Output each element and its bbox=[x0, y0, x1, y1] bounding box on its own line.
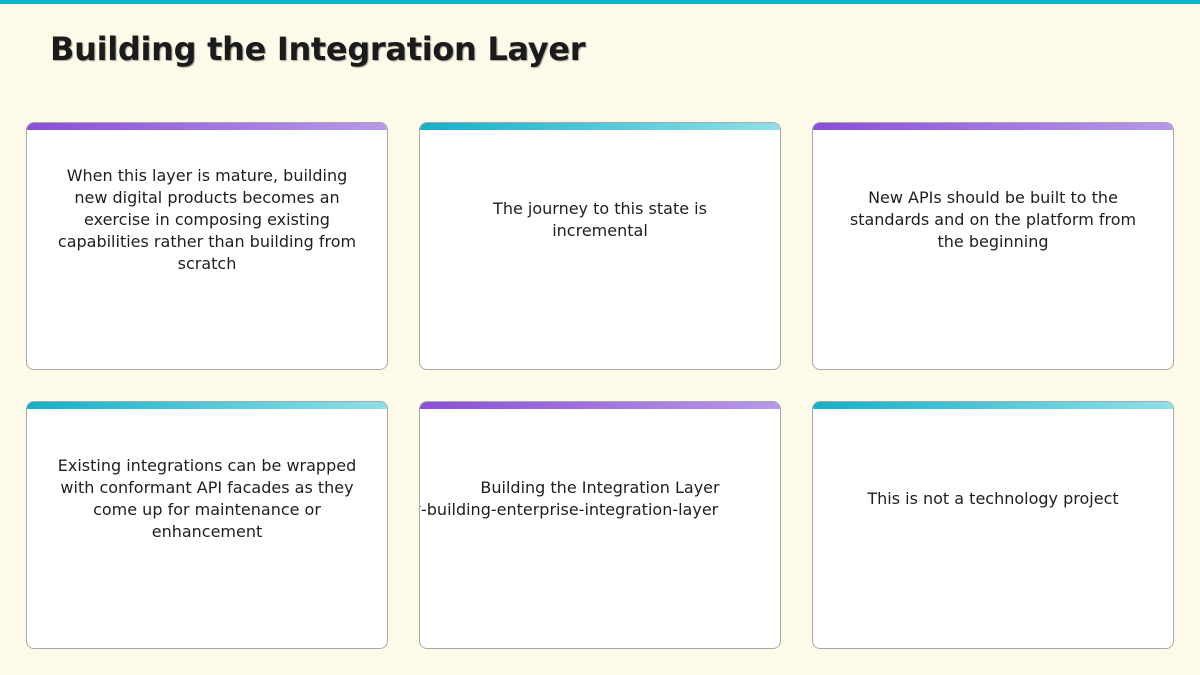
card-2-text: The journey to this state is incremental bbox=[493, 198, 707, 240]
card-4-text: Existing integrations can be wrapped wit… bbox=[57, 455, 357, 541]
card-2: The journey to this state is incremental bbox=[419, 122, 781, 370]
card-5-text: Building the Integration Layer bbox=[480, 477, 720, 497]
card-2-accent-bar bbox=[420, 123, 780, 130]
card-3: New APIs should be built to the standard… bbox=[812, 122, 1174, 370]
card-3-accent-bar bbox=[813, 123, 1173, 130]
card-6-accent-bar bbox=[813, 402, 1173, 409]
card-1-accent-bar bbox=[27, 123, 387, 130]
card-1-text: When this layer is mature, building new … bbox=[57, 165, 357, 273]
card-6-text: This is not a technology project bbox=[867, 488, 1119, 508]
slide-title: Building the Integration Layer bbox=[50, 30, 586, 68]
card-5-image-caption: Infographic(/images/api-first-strategy-b… bbox=[420, 499, 719, 519]
card-grid: When this layer is mature, building new … bbox=[26, 122, 1174, 649]
card-5-accent-bar bbox=[420, 402, 780, 409]
card-4: Existing integrations can be wrapped wit… bbox=[26, 401, 388, 649]
card-6: This is not a technology project bbox=[812, 401, 1174, 649]
card-1: When this layer is mature, building new … bbox=[26, 122, 388, 370]
card-4-accent-bar bbox=[27, 402, 387, 409]
card-5: Building the Integration Layer Infograph… bbox=[419, 401, 781, 649]
top-accent-rule bbox=[0, 0, 1200, 4]
card-3-text: New APIs should be built to the standard… bbox=[849, 187, 1137, 251]
